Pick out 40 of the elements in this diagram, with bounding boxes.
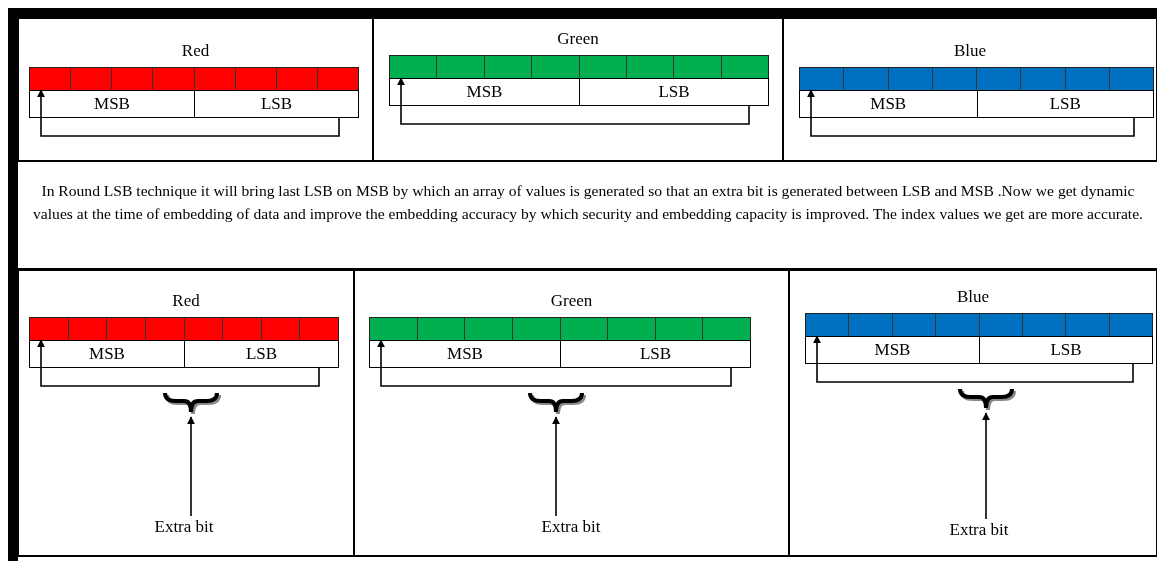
annotation-text: Extra bit xyxy=(949,520,1009,540)
bit-group-box: MSB xyxy=(29,90,195,118)
bit-group-box: LSB xyxy=(979,336,1153,364)
arrow xyxy=(37,89,340,137)
arrow xyxy=(982,412,990,520)
curly-brace xyxy=(957,386,1015,412)
bit-group-box: MSB xyxy=(369,340,561,368)
bit-group-box: MSB xyxy=(799,90,978,118)
bit-group-box: LSB xyxy=(976,90,1154,118)
arrow xyxy=(807,89,1135,137)
bit-group-box: LSB xyxy=(560,340,751,368)
arrow xyxy=(552,416,560,517)
curly-brace xyxy=(527,390,585,416)
color-panel xyxy=(373,18,783,162)
color-panel xyxy=(18,18,373,162)
arrow xyxy=(37,339,320,387)
color-panel xyxy=(789,270,1157,557)
color-panel xyxy=(354,270,789,557)
bit-group-box: LSB xyxy=(184,340,339,368)
bit-group-box: LSB xyxy=(194,90,359,118)
bit-group-box: MSB xyxy=(805,336,980,364)
annotation-text: Extra bit xyxy=(154,517,214,537)
color-panel xyxy=(783,18,1157,162)
channel-title: Green xyxy=(550,291,593,311)
annotation-text: Extra bit xyxy=(541,517,601,537)
bit-group-box: MSB xyxy=(389,78,580,106)
channel-title: Green xyxy=(557,29,599,49)
bit-group-box: MSB xyxy=(29,340,185,368)
channel-title: Red xyxy=(181,41,210,61)
bit-group-box: LSB xyxy=(579,78,769,106)
color-panel xyxy=(18,270,354,557)
arrow xyxy=(377,339,732,387)
description-text: In Round LSB technique it will bring last LSB on MSB by which an array of values is generated so that an extra bit is generated between LSB and MSB .Now we get dynamic values at the time of embedding of data and improve the embedding accuracy by which security and embedding capacity is improved. The index values we get are more accurate. xyxy=(32,181,1144,224)
channel-title: Blue xyxy=(953,41,987,61)
arrow xyxy=(187,416,195,517)
arrow xyxy=(397,77,750,125)
arrow xyxy=(813,335,1134,383)
channel-title: Red xyxy=(172,291,200,311)
channel-title: Blue xyxy=(956,287,990,307)
curly-brace xyxy=(162,390,220,416)
